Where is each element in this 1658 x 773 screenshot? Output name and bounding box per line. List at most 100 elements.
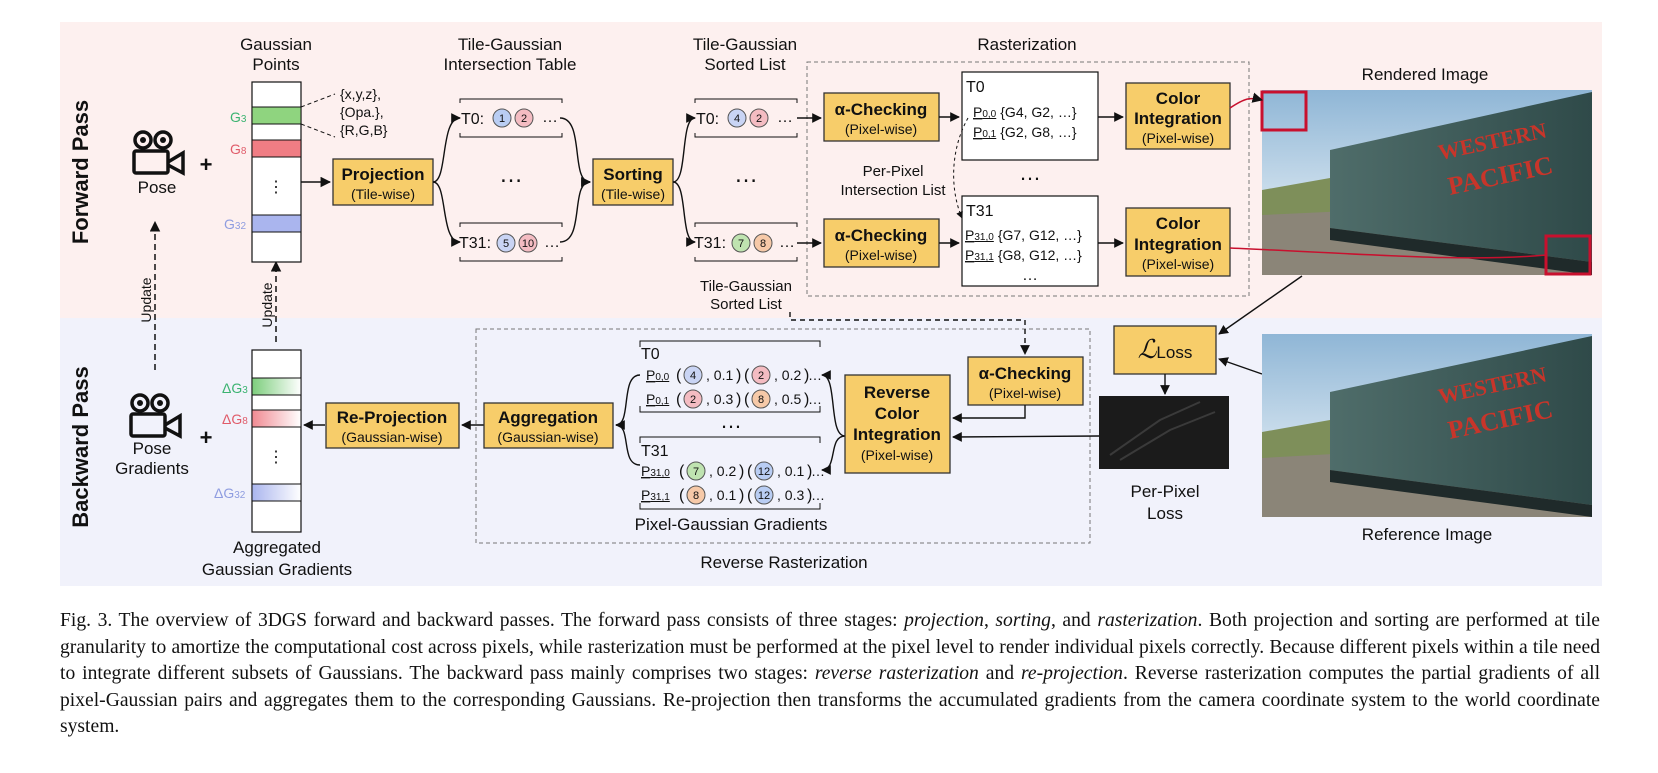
per-pixel-loss-label-1: Per-Pixel xyxy=(1131,482,1200,501)
paren: ( xyxy=(747,463,753,480)
camera-icon xyxy=(132,130,185,176)
gaussian-points-column: ⋮ xyxy=(251,81,302,263)
aggregated-gradients-column: ⋮ xyxy=(251,349,302,533)
row-ellipsis: … xyxy=(808,391,822,407)
rasterization-title: Rasterization xyxy=(977,35,1076,54)
color-integration-box-t31: Color Integration (Pixel-wise) xyxy=(1125,207,1231,277)
paren: ( xyxy=(679,463,685,480)
svg-text:5: 5 xyxy=(503,238,509,250)
svg-text:Color: Color xyxy=(875,404,920,423)
paren: ) xyxy=(807,487,812,504)
svg-text:(Tile-wise): (Tile-wise) xyxy=(351,186,415,202)
gaussian-id-circle xyxy=(751,389,771,409)
svg-text:…: … xyxy=(777,109,793,126)
caption-label: Fig. 3. xyxy=(60,610,113,631)
aggregated-title-2: Gaussian Gradients xyxy=(202,560,352,579)
svg-text:(Pixel-wise): (Pixel-wise) xyxy=(845,247,917,263)
svg-text:…: … xyxy=(544,234,560,251)
sorted-list-title-2: Sorted List xyxy=(704,55,786,74)
paren: ) xyxy=(804,367,809,384)
gaussian-id-circle xyxy=(683,365,703,385)
svg-text:α-Checking: α-Checking xyxy=(979,364,1072,383)
paren: ( xyxy=(747,487,753,504)
svg-text:α-Checking: α-Checking xyxy=(835,226,928,245)
svg-text:T31:: T31: xyxy=(694,235,726,252)
update-label-pose: Update xyxy=(138,277,154,322)
svg-text:(Pixel-wise): (Pixel-wise) xyxy=(1142,130,1214,146)
gaussian-id-circle xyxy=(686,485,706,505)
paren: ( xyxy=(676,367,682,384)
per-pixel-loss-label-2: Loss xyxy=(1147,504,1183,523)
sorted-row-t31: T31: 7 8 … xyxy=(694,222,798,262)
gradient-value: , 0.1 xyxy=(709,487,736,503)
intersection-ellipsis: … xyxy=(499,161,523,188)
projection-box: Projection (Tile-wise) xyxy=(332,158,434,206)
attribute-opacity: {Opa.}, xyxy=(340,104,384,120)
svg-text:Aggregation: Aggregation xyxy=(498,408,598,427)
sorted-ellipsis: … xyxy=(734,161,758,188)
dg32-label: ΔG32 xyxy=(214,485,246,501)
svg-text:8: 8 xyxy=(760,238,766,250)
svg-text:Projection: Projection xyxy=(341,165,424,184)
sorting-box: Sorting (Tile-wise) xyxy=(592,158,674,206)
svg-text:(Pixel-wise): (Pixel-wise) xyxy=(845,121,917,137)
svg-text:1: 1 xyxy=(499,113,505,125)
paren: ) xyxy=(736,391,741,408)
svg-text:P31,1: P31,1 xyxy=(641,487,670,503)
caption-part: projection xyxy=(904,610,984,631)
reprojection-box: Re-Projection (Gaussian-wise) xyxy=(325,402,460,449)
delta-ellipsis: ⋮ xyxy=(268,449,284,466)
pose-gradients-label-2: Gradients xyxy=(115,459,189,478)
svg-text:T0:: T0: xyxy=(461,111,484,128)
svg-text:ℒLoss: ℒLoss xyxy=(1138,335,1193,364)
attribute-xyz: {x,y,z}, xyxy=(340,86,381,102)
gradient-value: , 0.3 xyxy=(706,391,733,407)
svg-text:(Pixel-wise): (Pixel-wise) xyxy=(861,447,933,463)
row-ellipsis: … xyxy=(811,463,825,479)
gaussian-id: 2 xyxy=(690,394,696,406)
per-pixel-list-t31: T31 P31,0{G7, G12, …} P31,1{G8, G12, …} … xyxy=(961,195,1099,287)
paren: ( xyxy=(679,487,685,504)
g3-label: G3 xyxy=(230,109,247,125)
svg-text:P31,0{G7, G12, …}: P31,0{G7, G12, …} xyxy=(965,227,1082,243)
svg-text:T31: T31 xyxy=(641,443,669,460)
gaussian-id: 12 xyxy=(758,490,770,502)
pose-label: Pose xyxy=(138,178,177,197)
gaussian-id: 8 xyxy=(758,394,764,406)
forward-pass-label: Forward Pass xyxy=(68,100,93,244)
gradient-value: , 0.3 xyxy=(777,487,804,503)
svg-text:T31:: T31: xyxy=(459,235,491,252)
sorted-row-t0: T0: 4 2 … xyxy=(694,98,798,138)
gaussian-id: 4 xyxy=(690,370,696,382)
gaussian-id-circle xyxy=(686,461,706,481)
svg-text:7: 7 xyxy=(738,238,744,250)
svg-text:Color: Color xyxy=(1156,214,1201,233)
svg-text:Integration: Integration xyxy=(853,425,941,444)
reverse-rasterization-title: Reverse Rasterization xyxy=(700,553,867,572)
color-integration-box-t0: Color Integration (Pixel-wise) xyxy=(1125,82,1231,150)
plus-sign-backward: + xyxy=(200,425,213,450)
svg-text:Re-Projection: Re-Projection xyxy=(337,408,448,427)
gradient-value: , 0.2 xyxy=(774,367,801,383)
svg-text:Sorting: Sorting xyxy=(603,165,663,184)
rendered-image-title: Rendered Image xyxy=(1362,65,1489,84)
paren: ) xyxy=(807,463,812,480)
svg-text:α-Checking: α-Checking xyxy=(835,100,928,119)
svg-text:(Tile-wise): (Tile-wise) xyxy=(601,186,665,202)
pixel-gaussian-title: Pixel-Gaussian Gradients xyxy=(635,515,828,534)
svg-text:T31: T31 xyxy=(966,203,994,220)
gaussian-ellipsis: ⋮ xyxy=(268,179,284,196)
paren: ( xyxy=(744,391,750,408)
alpha-checking-box-t31: α-Checking (Pixel-wise) xyxy=(823,218,940,268)
gradient-row: P0,0(4, 0.1)(2, 0.2)… xyxy=(646,365,822,385)
svg-text:Reverse: Reverse xyxy=(864,383,930,402)
paren: ) xyxy=(736,367,741,384)
gradient-row: P31,1(8, 0.1)(12, 0.3)… xyxy=(641,485,825,505)
pixel-gaussian-t31: T31 P31,0(7, 0.2)(12, 0.1)… P31,1(8, 0.1… xyxy=(639,436,825,510)
gradient-value: , 0.1 xyxy=(777,463,804,479)
svg-text:P0,0{G4, G2, …}: P0,0{G4, G2, …} xyxy=(973,104,1077,120)
gradient-value: , 0.2 xyxy=(709,463,736,479)
intersection-table-title-2: Intersection Table xyxy=(444,55,577,74)
svg-text:T0: T0 xyxy=(641,346,660,363)
svg-text:P0,1: P0,1 xyxy=(646,391,670,407)
